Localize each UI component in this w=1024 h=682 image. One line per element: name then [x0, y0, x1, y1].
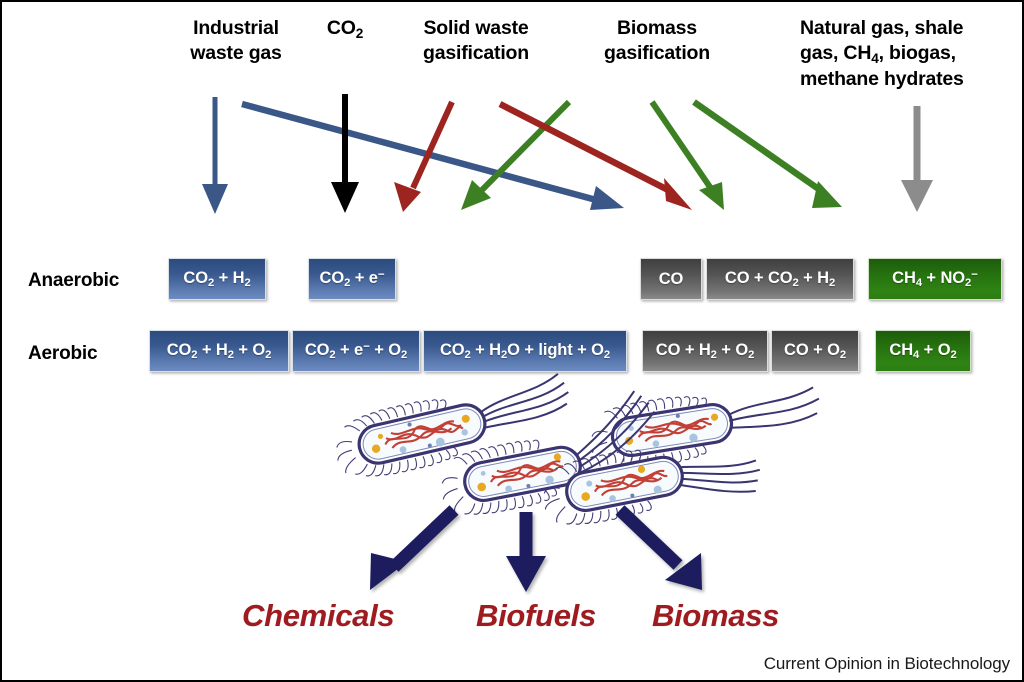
bacterium-cell [336, 373, 569, 477]
product-arrow-chemicals [370, 505, 459, 590]
product-arrow-biomass [615, 505, 702, 590]
substrate-formula: CH4 + NO2− [892, 268, 978, 290]
feed-arrow-green-left [461, 99, 572, 210]
product-label-biofuels: Biofuels [476, 598, 596, 633]
feed-arrow-red-long [498, 101, 692, 210]
substrate-formula: CH4 + O2 [889, 340, 957, 362]
bacteria-illustration [336, 373, 820, 525]
source-line: waste gas [190, 41, 282, 64]
source-line: CO2 [326, 17, 364, 41]
row-label-aerobic: Aerobic [28, 343, 98, 364]
source-line: Biomass [617, 17, 697, 39]
substrate-formula: CO2 + e− + O2 [304, 340, 408, 362]
product-arrows [370, 505, 702, 592]
substrate-formula: CO2 + H2 [183, 268, 251, 290]
substrate-box-ch4-no2[interactable]: CH4 + NO2− [868, 258, 1002, 300]
source-line: Natural gas, shale [800, 17, 964, 39]
substrate-formula: CO2 + e− [319, 268, 385, 290]
bacterium-cell [441, 390, 656, 515]
substrate-box-co-co2-h2[interactable]: CO + CO2 + H2 [706, 258, 854, 300]
substrate-formula: CO [658, 269, 684, 288]
product-label-chemicals: Chemicals [242, 598, 395, 633]
source-line: Industrial [193, 17, 279, 39]
substrate-formula: CO + CO2 + H2 [724, 268, 836, 290]
substrate-box-co2-h2-o2[interactable]: CO2 + H2 + O2 [149, 330, 289, 372]
source-line: gasification [423, 41, 529, 64]
substrate-box-co-o2[interactable]: CO + O2 [771, 330, 859, 372]
feed-arrow-red-short [394, 100, 455, 212]
substrate-formula: CO2 + H2O + light + O2 [439, 340, 611, 362]
source-line: Solid waste [423, 17, 529, 39]
source-label-biomass-gasification: Biomass gasification [578, 16, 736, 66]
source-line: methane hydrates [800, 68, 964, 91]
source-label-natural-gas: Natural gas, shale gas, CH4, biogas, met… [800, 16, 1016, 92]
substrate-box-co2-h2o-light-o2[interactable]: CO2 + H2O + light + O2 [423, 330, 627, 372]
journal-attribution: Current Opinion in Biotechnology [763, 654, 1010, 673]
feed-arrow-green-mid [649, 100, 724, 210]
feed-arrows [202, 94, 933, 214]
feed-arrow-green-long [692, 99, 842, 208]
source-label-co2: CO2 [302, 16, 388, 42]
feed-arrow-black-vertical [331, 94, 359, 213]
substrate-formula: CO + H2 + O2 [655, 340, 755, 362]
substrate-box-co2-e-o2[interactable]: CO2 + e− + O2 [292, 330, 420, 372]
substrate-box-co2-h2[interactable]: CO2 + H2 [168, 258, 266, 300]
substrate-box-co[interactable]: CO [640, 258, 702, 300]
bacterium-cell [591, 386, 820, 470]
source-line: gasification [604, 41, 710, 64]
substrate-box-co2-e[interactable]: CO2 + e− [308, 258, 396, 300]
source-label-solid-waste-gasification: Solid waste gasification [400, 16, 552, 66]
substrate-box-co-h2-o2[interactable]: CO + H2 + O2 [642, 330, 768, 372]
substrate-formula: CO + O2 [784, 340, 846, 362]
substrate-box-ch4-o2[interactable]: CH4 + O2 [875, 330, 971, 372]
source-label-industrial-waste-gas: Industrial waste gas [166, 16, 306, 66]
source-line: gas, CH4, biogas, [800, 41, 956, 66]
feed-arrow-blue-diagonal [241, 100, 624, 210]
feed-arrow-blue-vertical [202, 97, 228, 214]
bacterium-cell [543, 449, 761, 525]
product-arrow-biofuels [506, 512, 546, 592]
product-label-biomass: Biomass [652, 598, 780, 633]
row-label-anaerobic: Anaerobic [28, 270, 120, 291]
feed-arrow-gray-vertical [901, 106, 933, 212]
substrate-formula: CO2 + H2 + O2 [166, 340, 272, 362]
